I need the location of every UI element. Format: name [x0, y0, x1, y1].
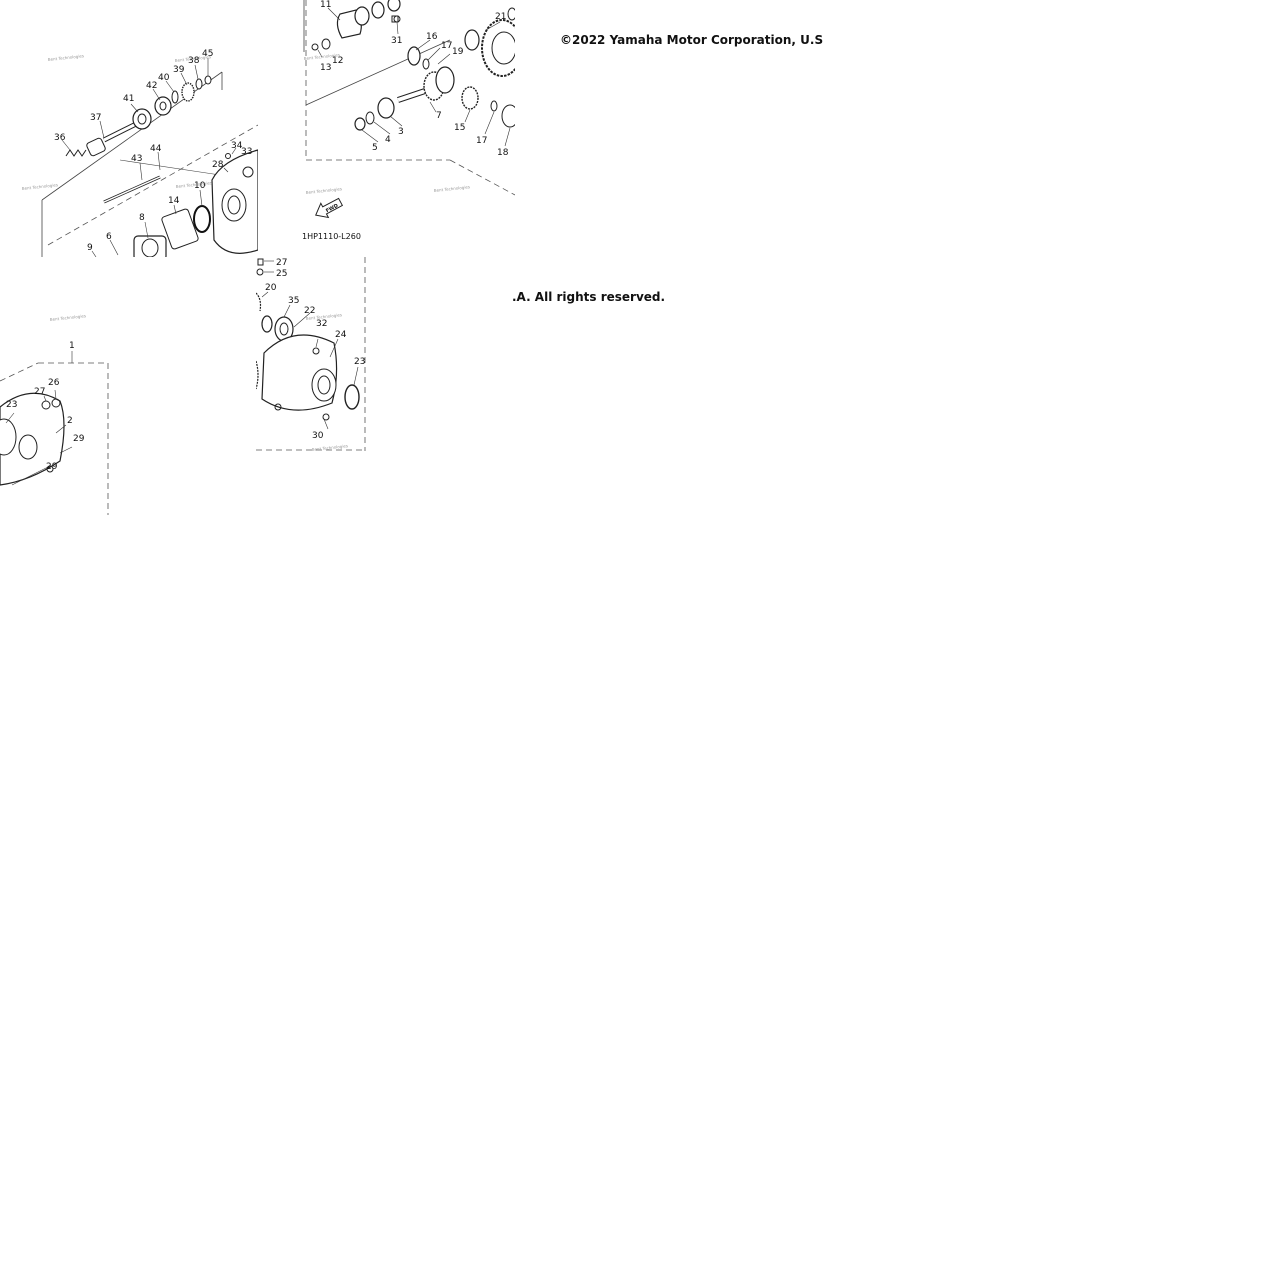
copyright-text-top: ©2022 Yamaha Motor Corporation, U.S [560, 33, 824, 47]
callout-38: 38 [188, 56, 200, 66]
callout-27a: 27 [276, 258, 287, 268]
callout-17a: 17 [441, 41, 452, 51]
callout-30: 30 [312, 431, 324, 441]
callout-12: 12 [332, 56, 343, 66]
callout-23a: 23 [354, 357, 365, 367]
output-shaft-part [86, 118, 144, 157]
callout-21: 21 [495, 12, 506, 22]
callout-1: 1 [69, 341, 75, 351]
watermark-text: Bent Technologies [50, 313, 87, 322]
fwd-arrow-icon: FWD [315, 197, 344, 219]
callout-10: 10 [194, 181, 206, 191]
callout-37: 37 [90, 113, 101, 123]
case-half-part [0, 392, 65, 486]
diagram-tile-cover: Bent Technologies Bent Technologies 27 2… [256, 257, 368, 453]
callout-35: 35 [288, 296, 299, 306]
callout-28: 28 [212, 160, 224, 170]
callout-8: 8 [139, 213, 145, 223]
callout-27b: 27 [34, 387, 45, 397]
cover-drawing: Bent Technologies Bent Technologies 27 2… [256, 257, 365, 452]
callout-40: 40 [158, 73, 170, 83]
watermark-text: Bent Technologies [22, 182, 59, 191]
callout-26: 26 [48, 378, 60, 388]
watermark-text: Bent Technologies [48, 53, 85, 62]
callout-36: 36 [54, 133, 66, 143]
callout-18: 18 [497, 148, 509, 158]
ring-gear-part [464, 7, 515, 77]
callout-20: 20 [265, 283, 277, 293]
drawing-code: 1HP1110-L260 [302, 232, 361, 241]
callout-24: 24 [335, 330, 347, 340]
watermark-text: Bent Technologies [304, 52, 341, 61]
callout-7: 7 [436, 111, 442, 121]
callout-31: 31 [391, 36, 402, 46]
copyright-text-bottom: .A. All rights reserved. [512, 290, 666, 304]
bearing-housing-part [133, 235, 167, 257]
callout-16: 16 [426, 32, 438, 42]
watermark-text: Bent Technologies [176, 180, 213, 189]
diagram-tile-shaft: Bent Technologies Bent Technologies Bent… [0, 0, 258, 257]
transfer-case-part [211, 149, 258, 254]
callout-22: 22 [304, 306, 315, 316]
callout-19: 19 [452, 47, 464, 57]
shaft-assembly-drawing: Bent Technologies Bent Technologies Bent… [22, 49, 258, 257]
watermark-text: Bent Technologies [306, 312, 343, 321]
callout-14: 14 [168, 196, 180, 206]
callout-34: 34 [231, 141, 243, 151]
watermark-text: Bent Technologies [175, 54, 212, 63]
callout-45: 45 [202, 49, 213, 59]
gear-11-part [336, 0, 401, 39]
diagram-tile-case: Bent Technologies 1 26 27 23 2 29 29 [0, 257, 110, 515]
callout-42: 42 [146, 81, 157, 91]
case-half-drawing: Bent Technologies 1 26 27 23 2 29 29 [0, 313, 109, 515]
callout-41: 41 [123, 94, 134, 104]
callout-43: 43 [131, 154, 142, 164]
callout-13: 13 [320, 63, 331, 73]
callout-32: 32 [316, 319, 327, 329]
watermark-text: Bent Technologies [306, 186, 343, 195]
callout-44: 44 [150, 144, 162, 154]
watermark-text: Bent Technologies [434, 184, 471, 193]
callout-6: 6 [106, 232, 112, 242]
callout-29b: 29 [46, 462, 58, 472]
callout-15: 15 [454, 123, 465, 133]
spring-part [65, 149, 87, 157]
callout-5: 5 [372, 143, 378, 153]
watermark-text: Bent Technologies [312, 443, 349, 452]
callout-25: 25 [276, 269, 287, 279]
callout-9: 9 [87, 243, 93, 253]
callout-2: 2 [67, 416, 73, 426]
callout-17b: 17 [476, 136, 487, 146]
pinion-shaft-part [397, 66, 455, 103]
callout-4: 4 [385, 135, 391, 145]
fwd-label: FWD [325, 203, 339, 214]
callout-11: 11 [320, 0, 331, 10]
callout-39: 39 [173, 65, 185, 75]
cover-part [261, 334, 338, 421]
callout-29a: 29 [73, 434, 85, 444]
diagram-tile-gears: FWD 1HP1110-L260 Bent Technologies Bent … [290, 0, 515, 257]
callout-3: 3 [398, 127, 404, 137]
gear-assembly-drawing: FWD 1HP1110-L260 Bent Technologies Bent … [302, 0, 515, 241]
callout-23b: 23 [6, 400, 17, 410]
callout-33: 33 [241, 147, 252, 157]
